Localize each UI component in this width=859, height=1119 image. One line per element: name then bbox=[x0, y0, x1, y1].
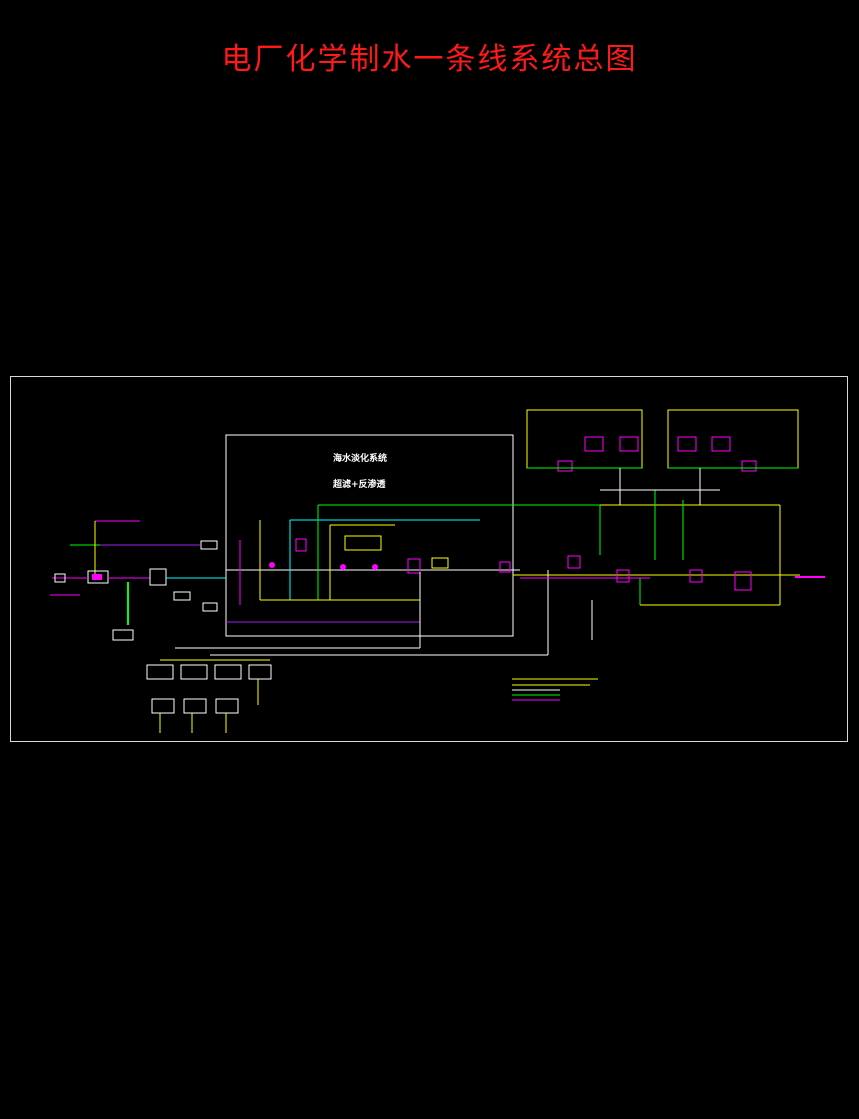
legend-block bbox=[512, 678, 598, 701]
drawing-frame bbox=[10, 376, 848, 742]
diagram-title: 电厂化学制水一条线系统总图 bbox=[221, 42, 638, 77]
desalination-enclosure bbox=[225, 434, 514, 637]
distribution-section bbox=[146, 570, 549, 733]
regeneration-units bbox=[526, 409, 799, 505]
enclosure-label-1: 海水淡化系统 bbox=[333, 452, 387, 464]
polishing-section bbox=[513, 490, 825, 640]
intake-section bbox=[50, 520, 226, 641]
desalination-process bbox=[226, 504, 600, 648]
enclosure-label-2: 超滤+反渗透 bbox=[332, 478, 387, 490]
